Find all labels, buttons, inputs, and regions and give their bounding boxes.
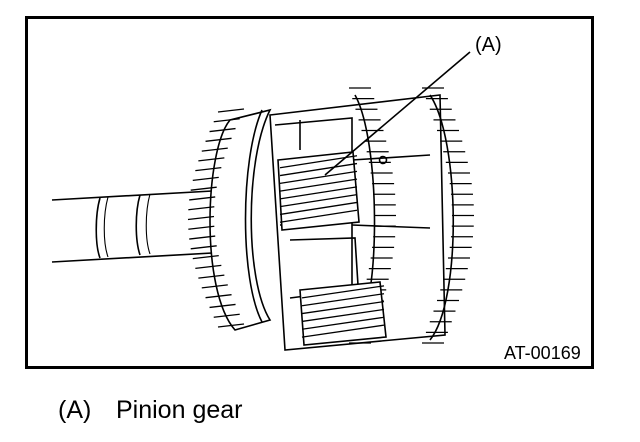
gear-tooth — [188, 206, 215, 211]
legend-label: Pinion gear — [116, 396, 243, 424]
gear-tooth — [189, 235, 216, 240]
gear-tooth — [217, 108, 245, 113]
gear-tooth — [301, 308, 385, 323]
gear-tooth — [198, 157, 225, 162]
lower-pinion-gear — [299, 281, 387, 346]
gear-tooth — [301, 324, 385, 338]
gear-tooth — [279, 186, 358, 200]
gear-tooth — [188, 225, 215, 230]
gear-tooth — [279, 201, 358, 216]
gear-tooth — [213, 313, 240, 318]
gear-tooth — [190, 245, 217, 250]
gear-tooth — [279, 178, 358, 192]
gear-tooth — [217, 323, 245, 328]
gear-tooth — [192, 176, 219, 182]
legend-key: (A) — [58, 396, 92, 424]
left-ring-gear — [209, 108, 272, 331]
gear-tooth — [192, 254, 219, 260]
gear-tooth — [190, 186, 217, 191]
gear-tooth — [301, 293, 385, 307]
gear-tooth — [189, 196, 216, 201]
gear-tooth — [213, 118, 240, 123]
pinion-body — [299, 281, 387, 346]
transmission-illustration: (A) AT-00169 — [25, 16, 594, 369]
gear-tooth — [195, 264, 222, 270]
gear-tooth — [187, 215, 215, 221]
legend: (A) Pinion gear — [58, 396, 242, 425]
gear-tooth — [279, 162, 358, 177]
gear-tooth — [301, 300, 385, 315]
pinion-body — [277, 151, 360, 231]
gear-tooth — [205, 137, 232, 142]
gear-tooth — [198, 274, 225, 279]
gear-tooth — [301, 285, 385, 299]
gear-tooth — [205, 294, 232, 299]
gear-tooth — [209, 127, 236, 133]
figure-id: AT-00169 — [504, 343, 581, 363]
gear-tooth — [201, 147, 228, 152]
output-shaft — [51, 189, 231, 263]
gear-tooth — [279, 194, 358, 208]
gear-tooth — [279, 209, 358, 223]
gear-tooth — [201, 284, 228, 289]
upper-pinion-gear — [277, 151, 360, 231]
left-gear-teeth — [187, 108, 245, 328]
gear-tooth — [195, 166, 222, 172]
callout-leader — [324, 51, 471, 176]
gear-tooth — [279, 170, 358, 184]
callout-letter: (A) — [475, 34, 502, 56]
gear-tooth — [209, 303, 236, 309]
gear-tooth — [301, 316, 385, 330]
